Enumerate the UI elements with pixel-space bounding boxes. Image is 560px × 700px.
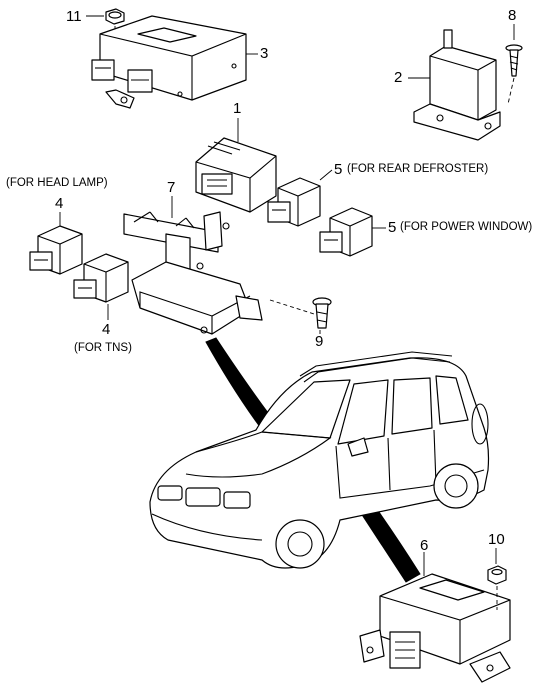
label-part-4-head: 4	[55, 195, 64, 212]
label-part-9: 9	[315, 333, 324, 350]
part-8-screw	[505, 24, 523, 105]
note-rear-defroster: (FOR REAR DEFROSTER)	[347, 163, 489, 175]
label-part-8: 8	[508, 7, 517, 24]
label-part-7: 7	[167, 179, 176, 196]
label-part-2: 2	[394, 69, 403, 86]
part-4-relay-head-lamp	[29, 212, 83, 275]
label-part-10: 10	[488, 531, 505, 548]
note-power-window: (FOR POWER WINDOW)	[400, 221, 533, 233]
label-part-4-tns: 4	[102, 321, 111, 338]
label-part-6: 6	[420, 537, 429, 554]
part-11-nut	[86, 8, 125, 58]
part-5-relay-power-window	[319, 207, 386, 257]
vehicle-suv	[149, 351, 490, 569]
part-4-relay-tns	[73, 253, 129, 320]
label-part-11: 11	[66, 8, 82, 25]
part-9-bolt	[269, 297, 332, 334]
label-part-1: 1	[233, 100, 242, 117]
label-part-5-rear: 5	[334, 161, 343, 178]
part-10-nut	[487, 548, 507, 610]
part-3-control-unit	[91, 15, 258, 109]
label-part-3: 3	[260, 45, 269, 62]
part-2-relay-module	[408, 29, 501, 141]
label-part-5-power: 5	[388, 219, 397, 236]
part-5-relay-rear-defroster	[267, 169, 333, 227]
note-head-lamp: (FOR HEAD LAMP)	[6, 177, 108, 189]
note-tns: (FOR TNS)	[74, 342, 132, 354]
part-7-bracket	[123, 196, 263, 335]
part-1-relay-unit	[195, 118, 277, 213]
part-6-control-module	[359, 552, 511, 683]
